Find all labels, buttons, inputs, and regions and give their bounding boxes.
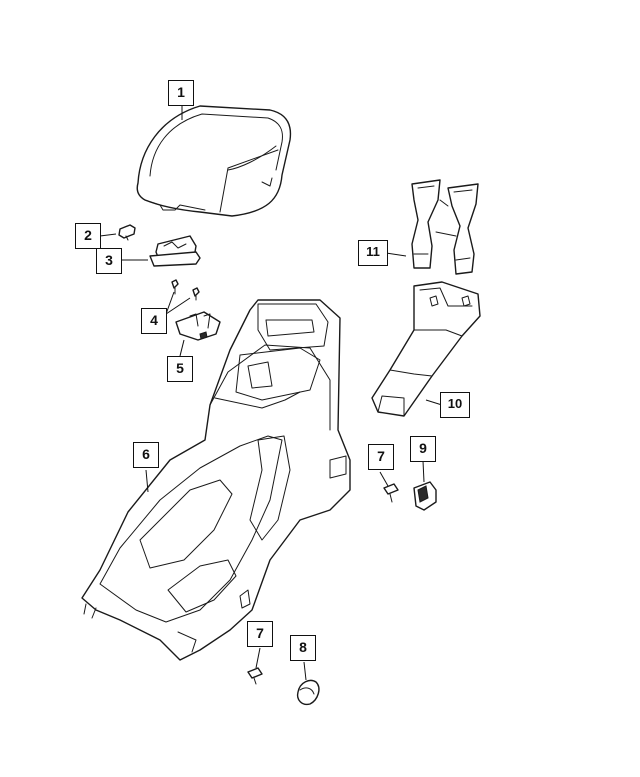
callout-2: 2 <box>75 223 101 249</box>
callout-7-lower: 7 <box>247 621 273 647</box>
leader-lines <box>99 105 443 681</box>
screws-small <box>171 279 200 301</box>
callout-1: 1 <box>168 80 194 106</box>
clip <box>413 481 437 511</box>
callout-10: 10 <box>440 392 470 418</box>
latch <box>149 235 201 267</box>
push-pin-lower <box>247 667 263 685</box>
callout-7-upper: 7 <box>368 444 394 470</box>
upper-duct <box>411 179 479 275</box>
screw <box>118 224 136 241</box>
callout-9: 9 <box>410 436 436 462</box>
console-body <box>81 299 351 661</box>
lower-duct <box>371 281 481 417</box>
callout-5: 5 <box>167 356 193 382</box>
bracket <box>175 311 221 341</box>
callout-3: 3 <box>96 248 122 274</box>
callout-8: 8 <box>290 635 316 661</box>
callout-6: 6 <box>133 442 159 468</box>
push-pin-upper <box>383 483 399 503</box>
armrest-lid <box>136 105 292 217</box>
plug <box>296 679 320 706</box>
callout-4: 4 <box>141 308 167 334</box>
callout-11: 11 <box>358 240 388 266</box>
